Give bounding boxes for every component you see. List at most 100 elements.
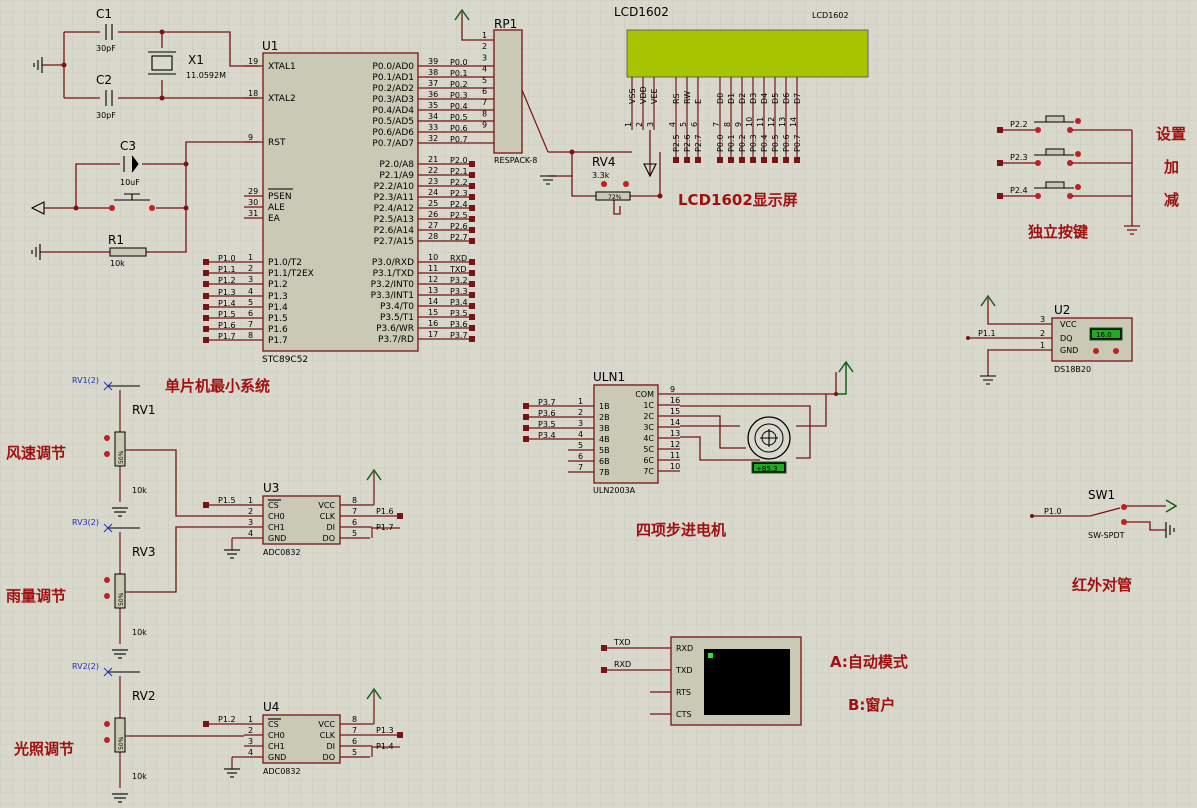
key-contact bbox=[1075, 118, 1081, 124]
mcu-pin-name: PSEN bbox=[268, 192, 292, 202]
mcu-left-pins: 19XTAL118XTAL29RST29PSEN30ALE31EA1P1.0/T… bbox=[203, 57, 314, 346]
uln-pin-name: 3C bbox=[643, 423, 654, 432]
wire-end bbox=[469, 183, 475, 189]
mcu-pin-name: P2.2/A10 bbox=[374, 182, 415, 192]
wire-end bbox=[772, 157, 778, 163]
wire-end bbox=[203, 721, 209, 727]
uln-pin-number: 2 bbox=[578, 408, 583, 417]
lcd-pin-number: 9 bbox=[734, 122, 743, 127]
mcu-right-net-label: TXD bbox=[449, 265, 467, 274]
mcu-right-net-label: P0.3 bbox=[450, 91, 468, 100]
mcu-left-net-label: P1.0 bbox=[218, 254, 236, 263]
wire-end bbox=[794, 157, 800, 163]
wire-end bbox=[203, 270, 209, 276]
mcu-pin-number: 8 bbox=[248, 331, 253, 340]
uln-net-label: P3.6 bbox=[538, 409, 556, 418]
pot-percent: 50% bbox=[118, 450, 125, 464]
mcu-body bbox=[262, 52, 419, 352]
motor-title: 四项步进电机 bbox=[636, 521, 726, 539]
terminal-pin-name: CTS bbox=[676, 710, 692, 719]
adc-pin-name: CS bbox=[268, 501, 279, 510]
adc-cs-net: P1.2 bbox=[218, 715, 236, 724]
lcd-pin-number: 14 bbox=[789, 117, 798, 127]
key-contact bbox=[1035, 160, 1041, 166]
key-net-label: P2.4 bbox=[1010, 186, 1028, 195]
wire-end bbox=[469, 216, 475, 222]
lcd-pin-number: 1 bbox=[624, 122, 633, 127]
rp1-pin-number: 2 bbox=[482, 42, 487, 51]
ds18b20-part: DS18B20 bbox=[1054, 365, 1091, 374]
uln-pin-name: 4C bbox=[643, 434, 654, 443]
adc-ref: U4 bbox=[263, 700, 279, 714]
c1-ref: C1 bbox=[96, 7, 112, 21]
mcu-pin-number: 2 bbox=[248, 264, 253, 273]
pot-probe-label: RV1(2) bbox=[72, 376, 99, 385]
lcd-pin-name: VDD bbox=[639, 86, 648, 104]
adc-pin-number: 3 bbox=[248, 518, 253, 527]
mcu-right-net-label: P2.7 bbox=[450, 233, 468, 242]
mcu-right-net-label: P2.3 bbox=[450, 189, 468, 198]
pot-value: 10k bbox=[132, 628, 147, 637]
lcd-pin-name: E bbox=[694, 99, 703, 104]
rp1-to-lcd-wire bbox=[521, 89, 549, 153]
uln-pin-name: 5C bbox=[643, 445, 654, 454]
wire-end bbox=[523, 425, 529, 431]
lcd-pin-name: D2 bbox=[738, 93, 747, 104]
pot-ref: RV2 bbox=[132, 689, 156, 703]
lcd-pin-name: D4 bbox=[760, 93, 769, 104]
wire-end bbox=[469, 325, 475, 331]
independent-keys: P2.2P2.3P2.4 bbox=[997, 115, 1140, 235]
wire-end bbox=[469, 292, 475, 298]
wire-end bbox=[203, 326, 209, 332]
c3-ref: C3 bbox=[120, 139, 136, 153]
mcu-pin-name: P3.1/TXD bbox=[373, 269, 414, 279]
mcu-pin-name: P3.4/T0 bbox=[380, 302, 414, 312]
mcu-pin-name: ALE bbox=[268, 203, 285, 213]
uln-pin-name: 6B bbox=[599, 457, 610, 466]
mcu-right-net-label: P0.1 bbox=[450, 69, 468, 78]
wire-end bbox=[469, 161, 475, 167]
wire-end bbox=[203, 259, 209, 265]
mcu-right-net-label: P2.1 bbox=[450, 167, 468, 176]
adc-pin-name: DI bbox=[326, 742, 335, 751]
key-contact bbox=[1035, 193, 1041, 199]
mcu-pin-number: 3 bbox=[248, 275, 253, 284]
adc-pin-number: 7 bbox=[352, 507, 357, 516]
uln-net-label: P3.4 bbox=[538, 431, 556, 440]
keys-title: 独立按键 bbox=[1028, 223, 1088, 241]
mcu-pin-name: P1.3 bbox=[268, 292, 288, 302]
mcu-pin-number: 11 bbox=[428, 264, 438, 273]
pot-ref: RV3 bbox=[132, 545, 156, 559]
rp1-pin-number: 4 bbox=[482, 65, 487, 74]
mcu-pin-name: P2.0/A8 bbox=[379, 160, 414, 170]
lcd-net-label: P2.6 bbox=[683, 134, 692, 152]
terminal-net-label: TXD bbox=[613, 638, 631, 647]
ds18b20-net: P1.1 bbox=[978, 329, 996, 338]
wire-end bbox=[469, 303, 475, 309]
pot-contact bbox=[104, 721, 110, 727]
rp1-pin-number: 9 bbox=[482, 121, 487, 130]
wire-end bbox=[203, 293, 209, 299]
lcd-pins: VSS1VDD2VEE3RS4RW5E6D07D18D29D310D411D51… bbox=[624, 77, 802, 163]
mcu-pin-name: P3.5/T1 bbox=[380, 313, 414, 323]
mcu-pin-number: 9 bbox=[248, 133, 253, 142]
key-contact bbox=[1067, 127, 1073, 133]
mcu-pin-name: P0.0/AD0 bbox=[372, 62, 414, 72]
pot-contact bbox=[104, 737, 110, 743]
mcu-pin-number: 34 bbox=[428, 112, 438, 121]
mcu-right-net-label: P3.5 bbox=[450, 309, 468, 318]
key-label-add: 加 bbox=[1163, 158, 1179, 176]
mcu-right-net-label: P3.7 bbox=[450, 331, 468, 340]
key-net-label: P2.3 bbox=[1010, 153, 1028, 162]
wire-end bbox=[397, 732, 403, 738]
mcu-pin-number: 7 bbox=[248, 320, 253, 329]
lcd-pin-number: 12 bbox=[767, 117, 776, 127]
probe-mark bbox=[103, 523, 113, 533]
mcu-pin-number: 29 bbox=[248, 187, 258, 196]
uln-pin-number: 9 bbox=[670, 385, 675, 394]
lcd-pin-name: D6 bbox=[782, 93, 791, 104]
mcu-pin-name: P1.7 bbox=[268, 336, 288, 346]
lcd-pin-number: 13 bbox=[778, 117, 787, 127]
adc-pin-number: 6 bbox=[352, 737, 357, 746]
